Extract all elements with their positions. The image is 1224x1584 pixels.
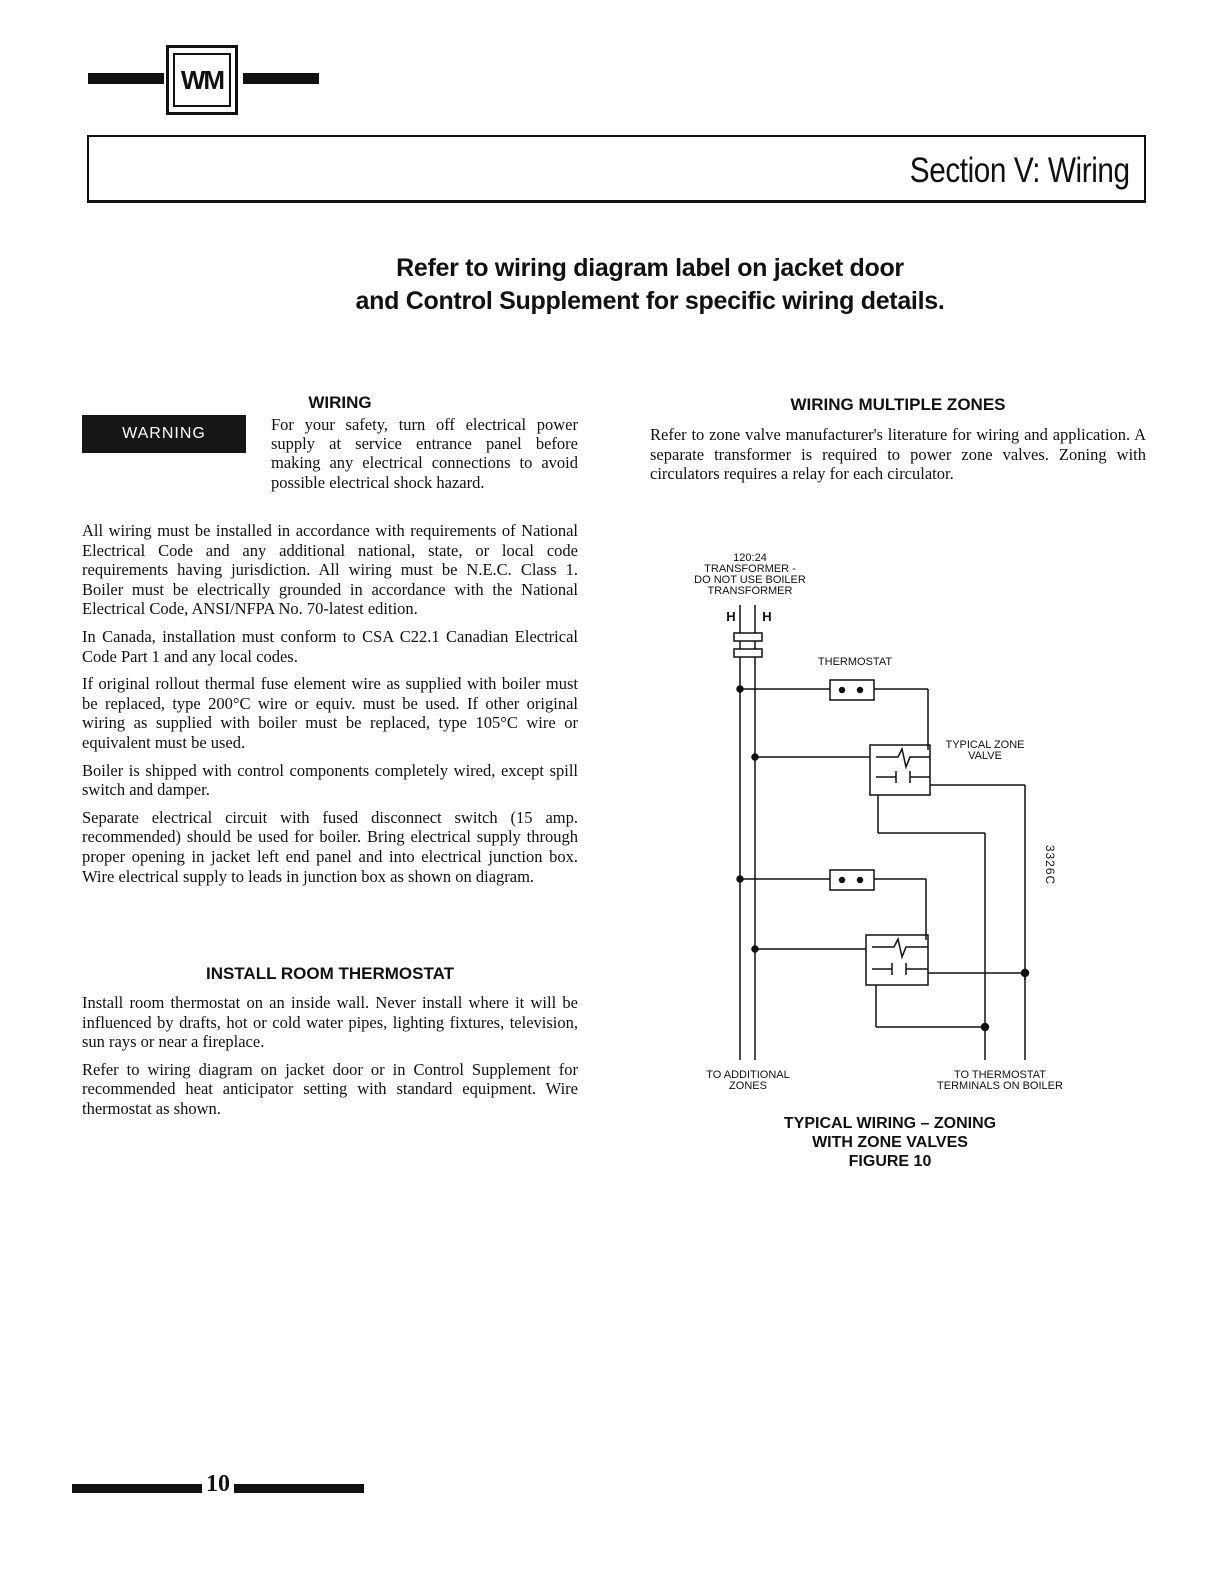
headline-line-1: Refer to wiring diagram label on jacket … xyxy=(396,254,904,282)
transformer-label: 120:24 TRANSFORMER - DO NOT USE BOILER T… xyxy=(670,553,830,597)
zones-paragraph: Refer to zone valve manufacturer's liter… xyxy=(650,425,1146,484)
transformer-label-3: DO NOT USE BOILER xyxy=(694,574,806,586)
page-number: 10 xyxy=(206,1471,230,1497)
wiring-heading: WIRING xyxy=(308,393,372,412)
boiler-terminals-label-1: TO THERMOSTAT xyxy=(953,1069,1047,1081)
additional-zones-label-1: TO ADDITIONAL xyxy=(706,1069,790,1081)
transformer-label-4: TRANSFORMER xyxy=(707,585,793,597)
warning-text: For your safety, turn off electrical pow… xyxy=(271,415,578,492)
headline: Refer to wiring diagram label on jacket … xyxy=(150,252,1150,318)
wiring-diagram-svg xyxy=(733,605,1030,1060)
warning-badge: WARNING xyxy=(82,415,246,453)
zone-valve-label-1: TYPICAL ZONE xyxy=(945,739,1025,751)
logo-rule-right xyxy=(243,73,319,84)
section-header-box: Section V: Wiring xyxy=(87,135,1146,203)
wiring-body: All wiring must be installed in accordan… xyxy=(82,521,578,886)
additional-zones-label: TO ADDITIONAL ZONES xyxy=(688,1070,808,1092)
diagram-code: 3326C xyxy=(1043,844,1057,886)
brand-logo: WM xyxy=(166,45,238,115)
zones-heading: WIRING MULTIPLE ZONES xyxy=(790,395,1006,414)
transformer-label-2: TRANSFORMER - xyxy=(704,563,796,575)
terminal-h-left: H xyxy=(726,609,736,624)
wiring-diagram: 120:24 TRANSFORMER - DO NOT USE BOILER T… xyxy=(640,545,1120,1105)
wiring-paragraph-4: Boiler is shipped with control component… xyxy=(82,760,578,800)
logo-rule-left xyxy=(88,73,164,84)
thermostat-paragraph-2: Refer to wiring diagram on jacket door o… xyxy=(82,1059,578,1118)
thermostat-body: Install room thermostat on an inside wal… xyxy=(82,993,578,1119)
section-title: Section V: Wiring xyxy=(910,151,1130,190)
brand-logo-text: WM xyxy=(173,53,231,107)
page-number-rule-right xyxy=(234,1484,364,1493)
zone-valve-label-2: VALVE xyxy=(968,750,1002,762)
figure-caption-line-2: WITH ZONE VALVES xyxy=(812,1134,968,1151)
thermostat-paragraph-1: Install room thermostat on an inside wal… xyxy=(82,993,578,1052)
wiring-paragraph-2: In Canada, installation must conform to … xyxy=(82,626,578,666)
thermostat-label: THERMOSTAT xyxy=(817,656,893,668)
thermostat-heading: INSTALL ROOM THERMOSTAT xyxy=(205,964,455,983)
zone-valve-label: TYPICAL ZONE VALVE xyxy=(940,740,1030,762)
boiler-terminals-label-2: TERMINALS ON BOILER xyxy=(937,1080,1063,1092)
transformer-label-1: 120:24 xyxy=(733,552,767,564)
figure-caption-line-1: TYPICAL WIRING – ZONING xyxy=(783,1115,997,1132)
boiler-terminals-label: TO THERMOSTAT TERMINALS ON BOILER xyxy=(920,1070,1080,1092)
figure-caption: TYPICAL WIRING – ZONING WITH ZONE VALVES… xyxy=(740,1114,1040,1171)
additional-zones-label-2: ZONES xyxy=(729,1080,767,1092)
wiring-paragraph-1: All wiring must be installed in accordan… xyxy=(82,521,578,619)
wiring-paragraph-5: Separate electrical circuit with fused d… xyxy=(82,807,578,886)
terminal-h-right: H xyxy=(762,609,772,624)
figure-caption-line-3: FIGURE 10 xyxy=(848,1153,932,1170)
wiring-paragraph-3: If original rollout thermal fuse element… xyxy=(82,674,578,752)
page-number-rule-left xyxy=(72,1484,202,1493)
headline-line-2: and Control Supplement for specific wiri… xyxy=(355,287,945,315)
